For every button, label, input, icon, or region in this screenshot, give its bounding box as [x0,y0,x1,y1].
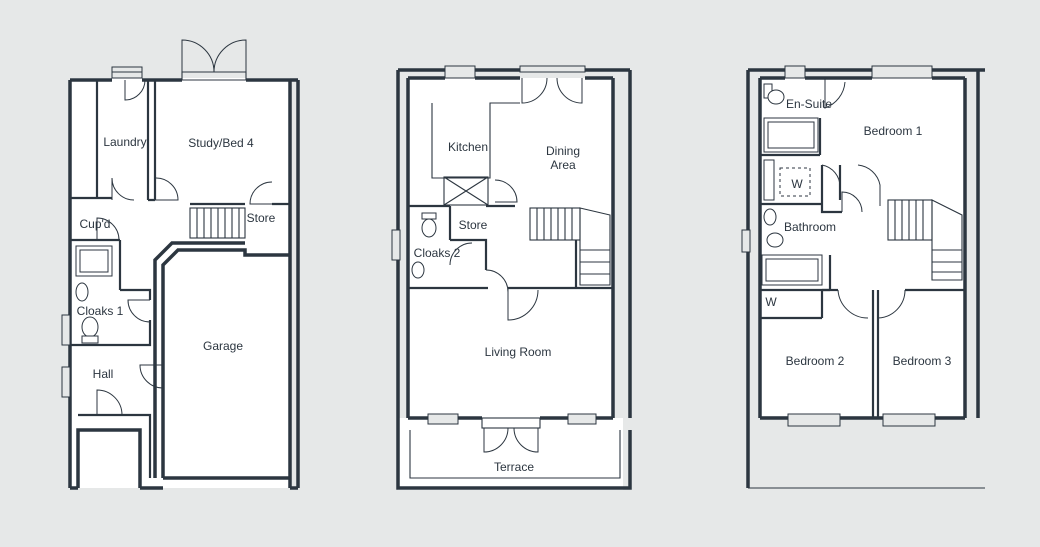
cupboard-label: Cup'd [80,217,111,231]
dining-area-label-line2: Area [550,158,576,172]
laundry-label: Laundry [103,135,146,149]
bedroom1-label: Bedroom 1 [864,124,923,138]
hall-label: Hall [93,367,114,381]
store-label: Store [459,218,488,232]
terrace-label: Terrace [494,460,534,474]
bedroom2-label: Bedroom 2 [786,354,845,368]
ground-floor-plan: Laundry Study/Bed 4 Cup'd Store Cloaks 1… [61,39,300,490]
store-label: Store [247,211,276,225]
en-suite-label: En-Suite [786,97,832,111]
study-bed4-label: Study/Bed 4 [188,136,254,150]
garage-label: Garage [203,339,243,353]
bathroom-label: Bathroom [784,220,836,234]
wardrobe1-label: W [791,177,803,191]
cloaks1-label: Cloaks 1 [77,304,124,318]
wardrobe2-label: W [765,295,777,309]
cloaks2-label: Cloaks 2 [414,246,461,260]
first-floor-plan: Kitchen Dining Area Store Cloaks 2 Livin… [391,65,632,490]
second-floor-plan: En-Suite Bedroom 1 W Bathroom W Bedroom … [741,65,985,489]
dining-area-label-line1: Dining [546,144,580,158]
living-room-label: Living Room [485,345,552,359]
bedroom3-label: Bedroom 3 [893,354,952,368]
kitchen-label: Kitchen [448,140,488,154]
